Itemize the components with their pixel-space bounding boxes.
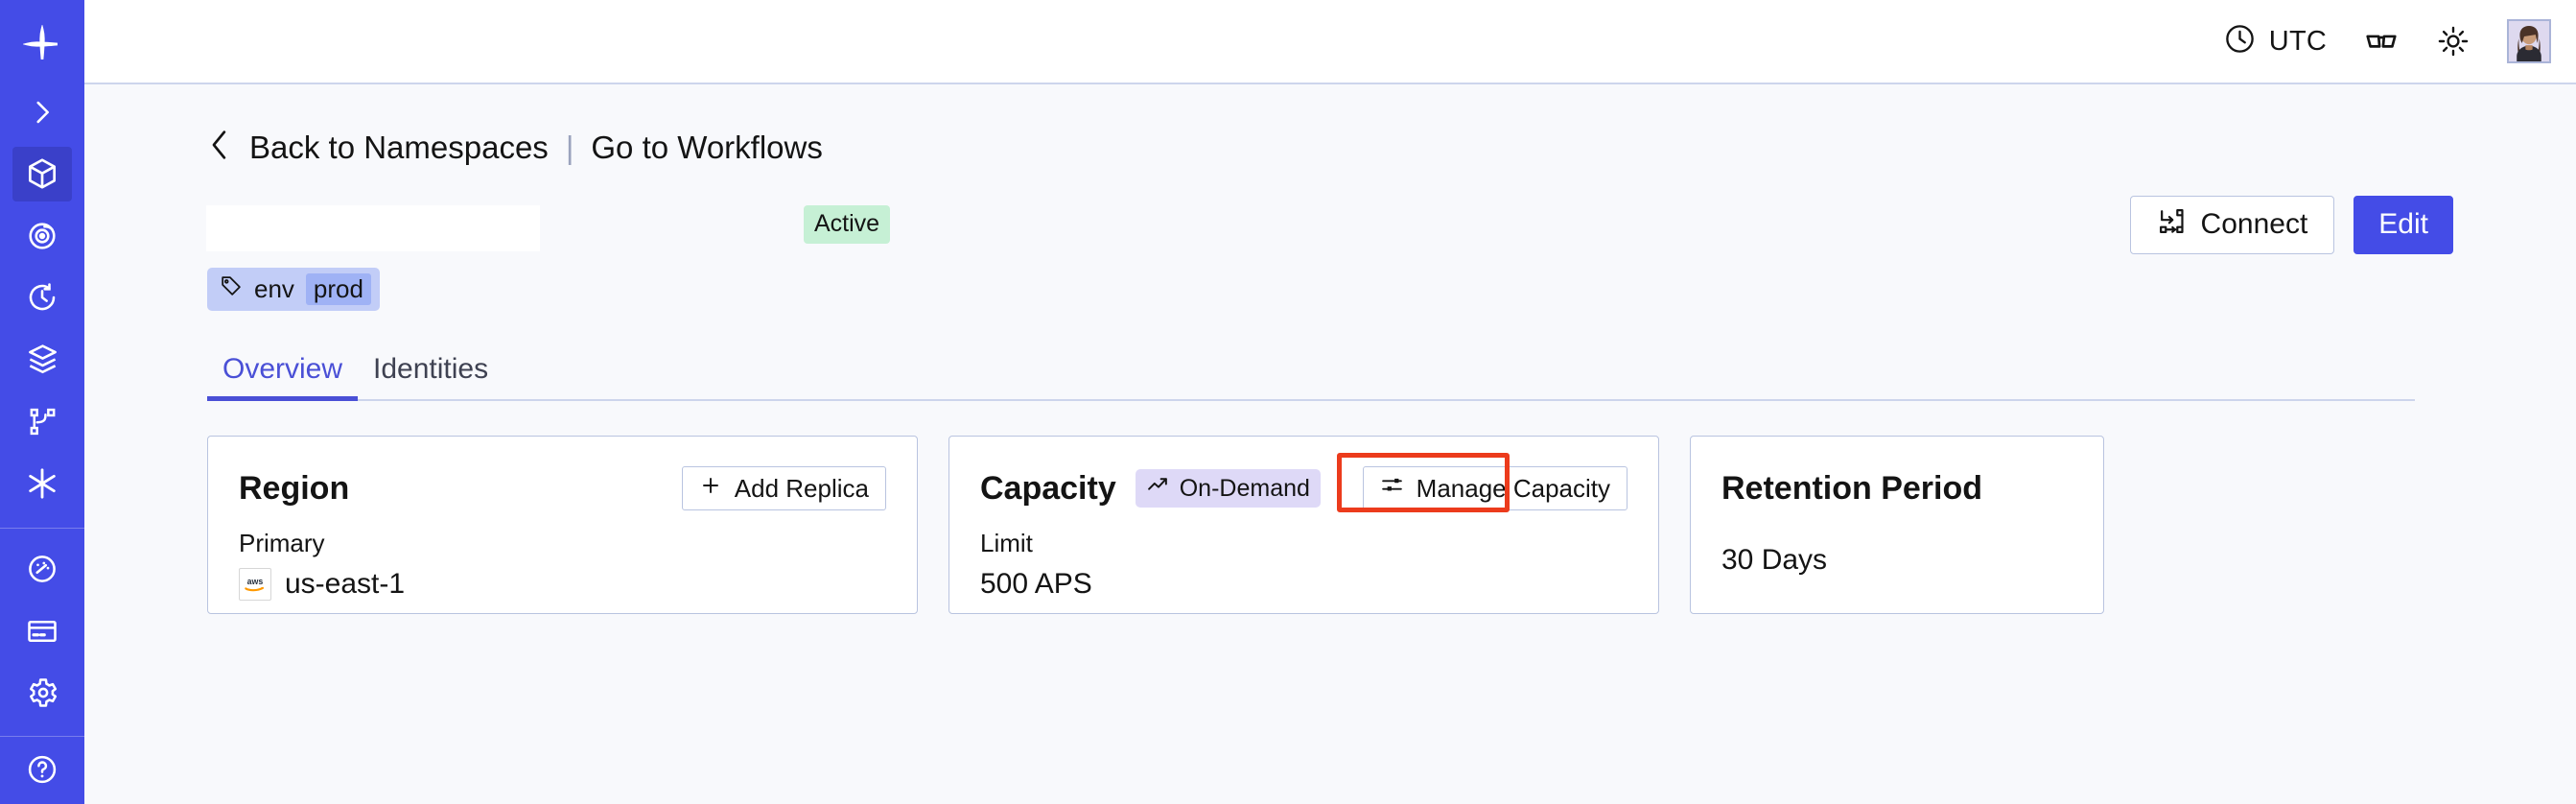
region-value: us-east-1 <box>285 568 406 600</box>
capacity-mode-label: On-Demand <box>1179 474 1310 502</box>
top-bar-actions: UTC <box>2223 19 2551 63</box>
page-content: Back to Namespaces | Go to Workflows Act… <box>84 84 2576 804</box>
capacity-card-action: Manage Capacity <box>1362 466 1628 510</box>
sidebar-item-observability[interactable] <box>12 209 72 264</box>
sidebar-item-billing[interactable] <box>12 604 72 659</box>
sidebar-item-usage[interactable] <box>12 542 72 597</box>
region-card-title: Region <box>239 469 350 507</box>
redaction-overlay <box>206 205 540 251</box>
breadcrumb-separator: | <box>565 129 574 165</box>
chevron-left-icon <box>207 129 232 166</box>
retention-card-title: Retention Period <box>1721 469 1983 507</box>
region-card-action: Add Replica <box>681 466 886 510</box>
namespace-actions: Connect Edit <box>2129 195 2453 254</box>
plus-icon <box>699 474 722 504</box>
back-link-label: Back to Namespaces <box>249 129 549 165</box>
tag-env[interactable]: env prod <box>207 268 380 311</box>
clock-icon <box>2223 22 2257 60</box>
glasses-icon[interactable] <box>2363 23 2400 59</box>
svg-text:aws: aws <box>247 577 264 586</box>
status-badge: Active <box>804 205 891 244</box>
manage-capacity-label: Manage Capacity <box>1416 473 1610 503</box>
breadcrumb: Back to Namespaces | Go to Workflows <box>207 129 2453 166</box>
timezone-label: UTC <box>2268 25 2327 57</box>
sidebar-divider-footer <box>0 735 84 737</box>
go-to-workflows-link[interactable]: Go to Workflows <box>591 129 823 165</box>
aws-icon: aws <box>239 568 271 601</box>
sliders-icon <box>1380 473 1404 504</box>
connect-button[interactable]: Connect <box>2129 195 2335 254</box>
retention-value: 30 Days <box>1721 544 1828 576</box>
sidebar-item-settings[interactable] <box>12 666 72 721</box>
retention-card-header: Retention Period <box>1721 465 2073 511</box>
capacity-card: Capacity On-Demand <box>948 436 1659 614</box>
region-card-header: Region Add Replica <box>239 465 886 511</box>
capacity-value-row: 500 APS <box>980 568 1628 601</box>
back-to-namespaces-link[interactable]: Back to Namespaces <box>207 129 549 166</box>
sidebar-item-namespaces[interactable] <box>12 147 72 201</box>
connect-button-label: Connect <box>2200 208 2308 240</box>
tab-bar: Overview Identities <box>207 351 2415 401</box>
sidebar-item-workflows[interactable] <box>12 394 72 449</box>
primary-sidebar <box>0 0 84 804</box>
tab-overview[interactable]: Overview <box>207 353 359 401</box>
top-bar: UTC <box>84 0 2576 84</box>
edit-button-label: Edit <box>2378 208 2428 240</box>
capacity-card-header: Capacity On-Demand <box>980 465 1628 511</box>
add-replica-button[interactable]: Add Replica <box>681 466 886 510</box>
sidebar-divider <box>0 528 84 530</box>
add-replica-label: Add Replica <box>734 473 869 503</box>
temporal-logo-icon[interactable] <box>12 17 72 72</box>
retention-card: Retention Period 30 Days <box>1690 436 2104 614</box>
region-value-row: aws us-east-1 <box>239 568 886 601</box>
sun-icon[interactable] <box>2436 24 2471 59</box>
sidebar-item-workers[interactable] <box>12 333 72 388</box>
region-card: Region Add Replica <box>207 436 918 614</box>
trend-up-icon <box>1146 473 1170 504</box>
namespace-header: Active <box>206 195 2453 254</box>
capacity-sublabel: Limit <box>980 529 1033 557</box>
sidebar-item-nexus[interactable] <box>12 457 72 511</box>
avatar[interactable] <box>2507 19 2551 63</box>
sidebar-item-schedules[interactable] <box>12 271 72 325</box>
tag-key: env <box>254 274 294 303</box>
sidebar-item-help[interactable] <box>12 742 72 796</box>
tab-identities[interactable]: Identities <box>373 353 489 385</box>
namespace-tags: env prod <box>207 268 2453 311</box>
capacity-mode-badge: On-Demand <box>1135 469 1321 508</box>
edit-button[interactable]: Edit <box>2354 195 2453 254</box>
connect-icon <box>2157 206 2187 244</box>
capacity-value: 500 APS <box>980 568 1092 600</box>
tag-icon <box>219 274 243 305</box>
tag-value: prod <box>305 273 371 305</box>
overview-cards: Region Add Replica <box>207 436 2453 614</box>
sidebar-item-expand[interactable] <box>12 85 72 140</box>
capacity-card-title: Capacity <box>980 469 1116 507</box>
region-sublabel: Primary <box>239 529 325 557</box>
manage-capacity-button[interactable]: Manage Capacity <box>1362 466 1628 510</box>
main-pane: UTC <box>84 0 2576 804</box>
timezone-selector[interactable]: UTC <box>2223 22 2327 60</box>
